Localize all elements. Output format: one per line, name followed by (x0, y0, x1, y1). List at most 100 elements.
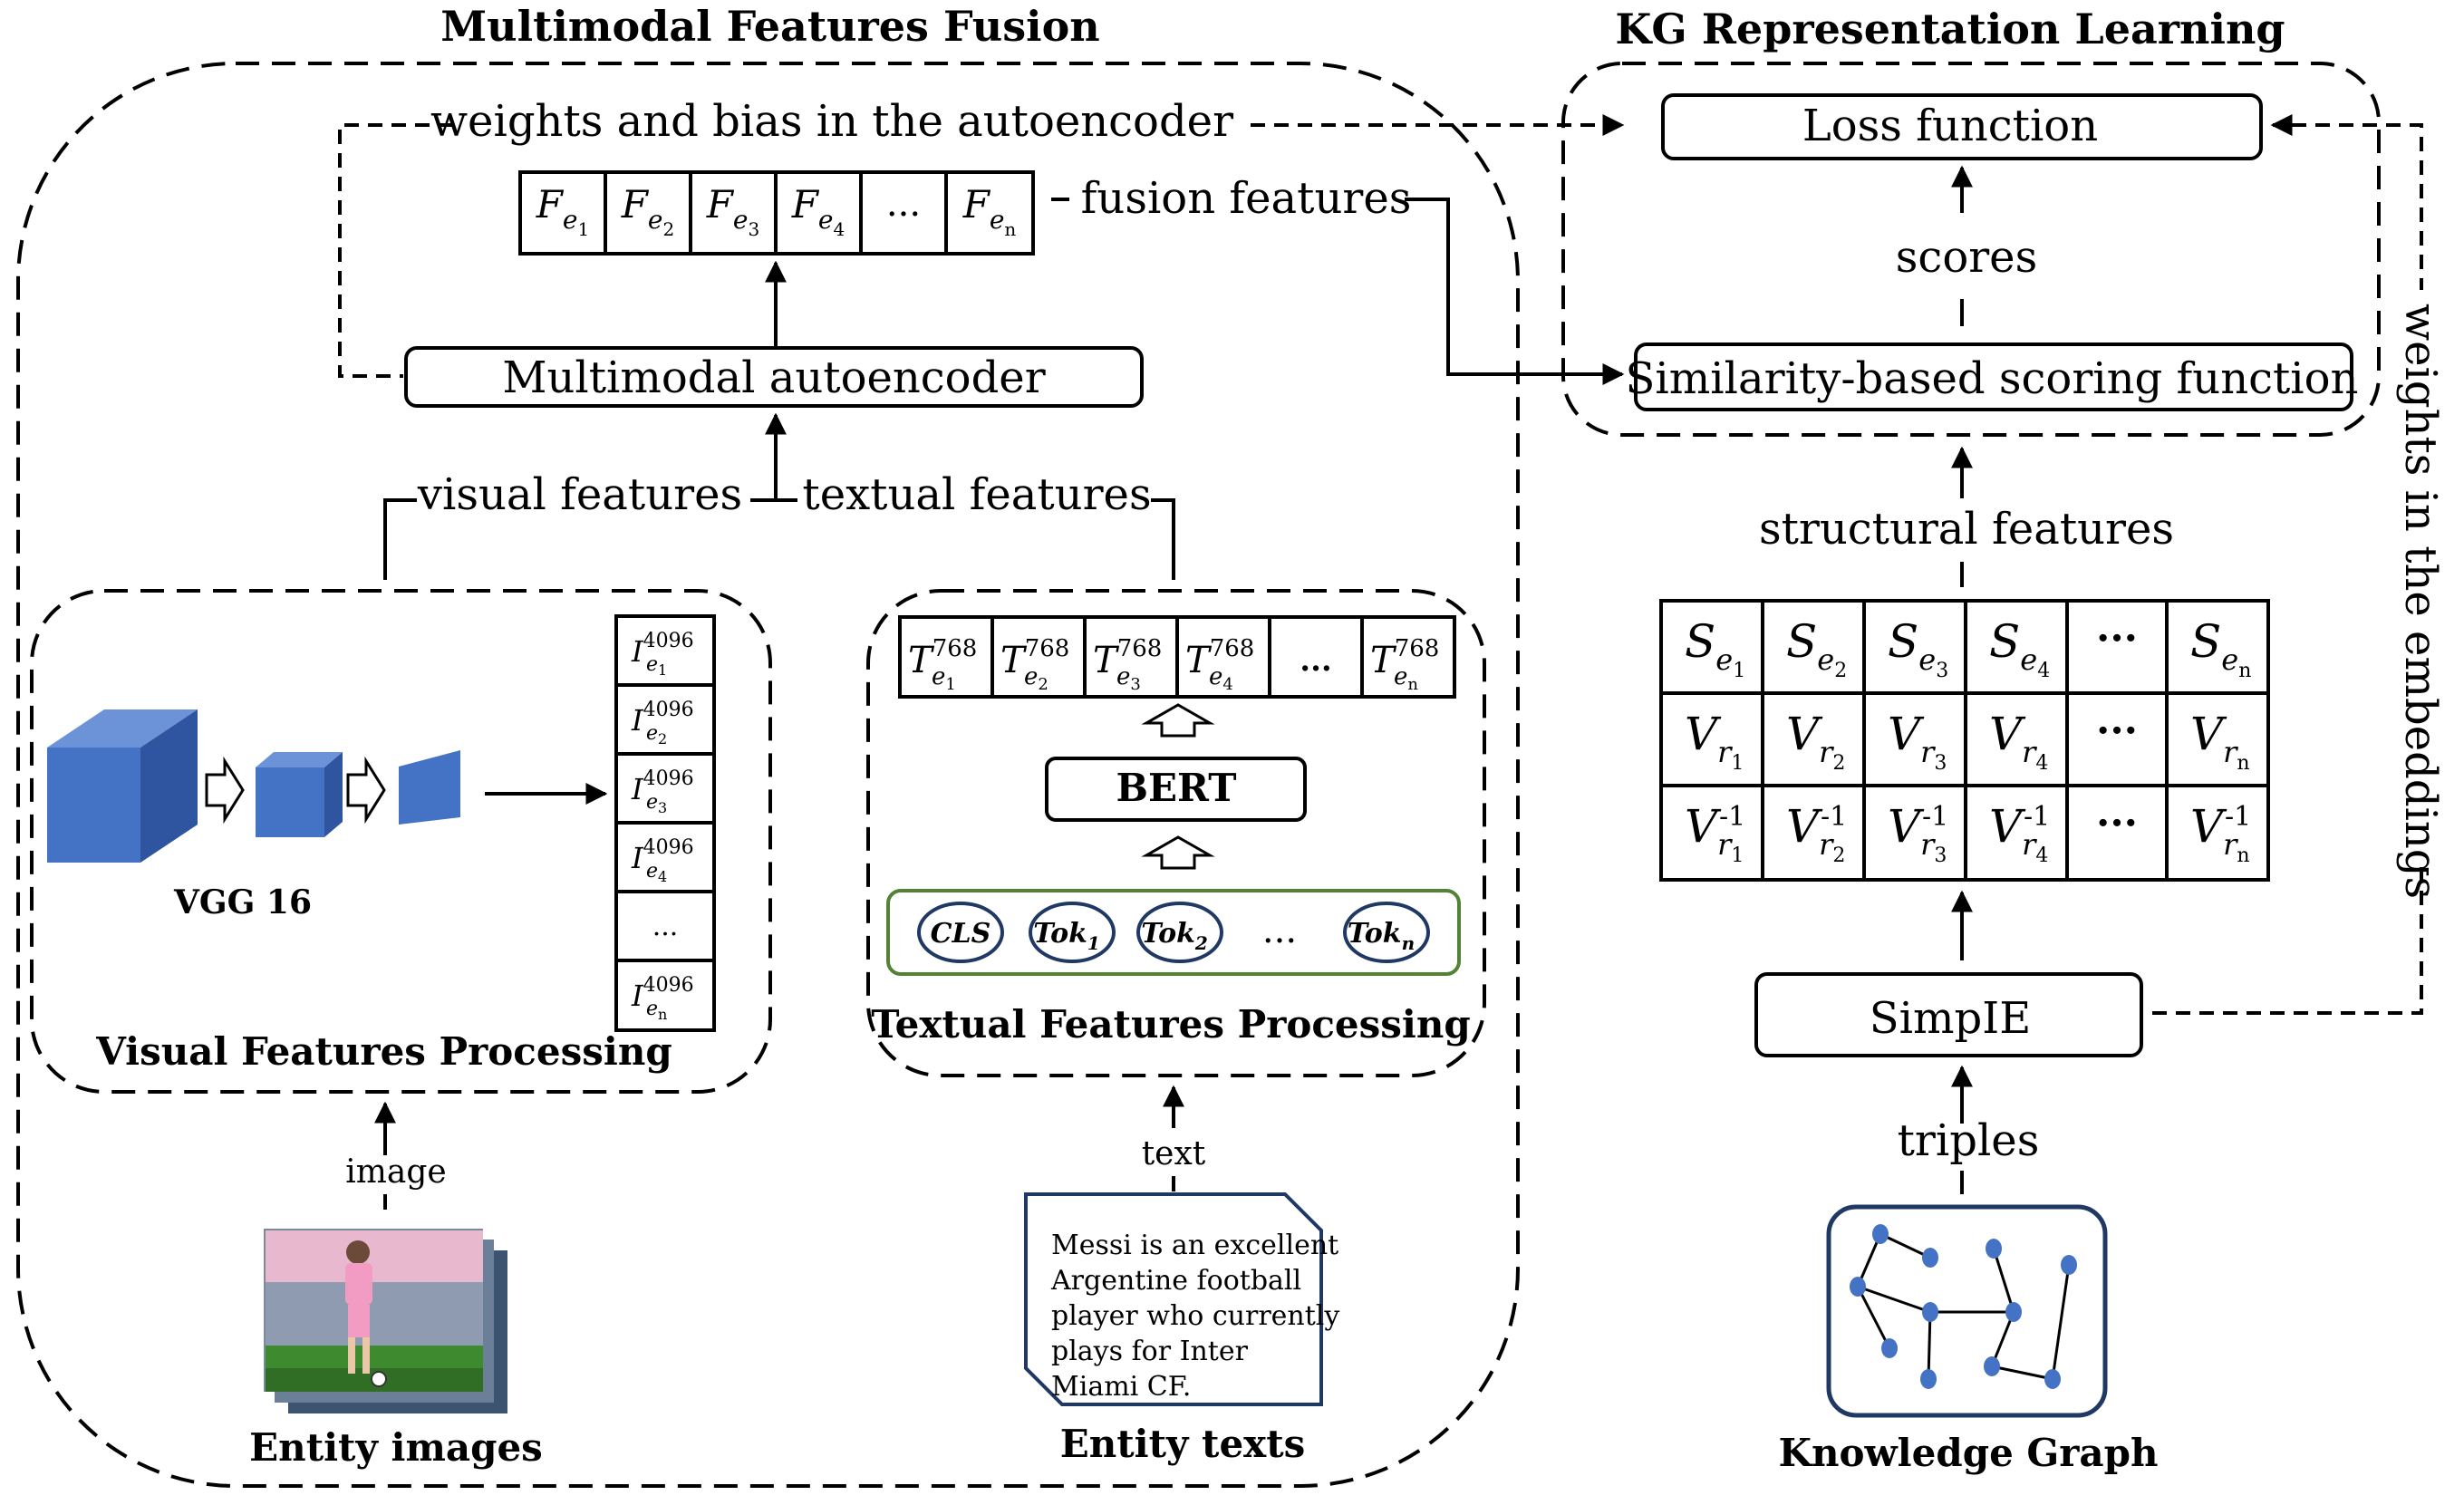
svg-text:Vr2: Vr2 (1786, 708, 1845, 775)
structural-cell: Vrn (2190, 708, 2250, 775)
simple-label: SimpIE (1870, 993, 2031, 1044)
svg-text:e1: e1 (646, 653, 667, 679)
entity-text-line: player who currently (1051, 1300, 1339, 1332)
knowledge-graph-edges (1856, 1232, 2071, 1381)
entity-text-line: plays for Inter (1051, 1336, 1249, 1367)
svg-text:T768: T768 (1093, 635, 1162, 681)
svg-text:T768: T768 (1185, 635, 1254, 681)
svg-text:Vr4: Vr4 (1989, 800, 2048, 867)
structural-cell: ··· (2096, 708, 2138, 754)
text-label: text (1142, 1135, 1206, 1172)
svg-text:I4096: I4096 (631, 767, 694, 806)
structural-cell: Vr4-1 (1989, 800, 2050, 867)
scores-label: scores (1896, 232, 2037, 283)
knowledge-graph-nodes (1850, 1224, 2077, 1389)
fusion-cell: Fen (962, 182, 1017, 240)
svg-text:e4: e4 (646, 860, 667, 885)
loss-function-box (1661, 93, 2263, 160)
svg-text:Fe2: Fe2 (621, 182, 674, 240)
svg-text:Fe3: Fe3 (706, 182, 759, 240)
svg-text:Vr3: Vr3 (1888, 800, 1947, 867)
title-multimodal-fusion: Multimodal Features Fusion (440, 2, 1100, 51)
token: Tokn (1343, 902, 1430, 963)
svg-text:-1: -1 (2024, 801, 2050, 833)
svg-text:-1: -1 (1821, 801, 1847, 833)
weights-bias-label: weights and bias in the autoencoder (430, 96, 1233, 147)
textual-processing-title: Textual Features Processing (871, 1002, 1471, 1047)
svg-text:e2: e2 (1024, 663, 1048, 694)
svg-text:...: ... (886, 183, 921, 225)
fusion-cell: ... (886, 183, 921, 225)
svg-text:I4096: I4096 (631, 836, 694, 875)
structural-cell: Vr3-1 (1888, 800, 1948, 867)
svg-text:I4096: I4096 (631, 630, 694, 669)
svg-text:Vr2: Vr2 (1786, 800, 1845, 867)
svg-text:Vr1: Vr1 (1685, 800, 1744, 867)
similarity-scoring-box (1634, 342, 2353, 411)
bert-label: BERT (1116, 766, 1237, 810)
fusion-to-scoring-arrow (1405, 198, 1625, 385)
multimodal-autoencoder-label: Multimodal autoencoder (502, 352, 1045, 403)
kg-representation-region (1561, 62, 2381, 437)
structural-cell: Vrn-1 (2190, 800, 2251, 867)
svg-text:Vrn: Vrn (2190, 800, 2250, 867)
svg-text:T768: T768 (1000, 635, 1069, 681)
visual-features-connector (383, 498, 417, 580)
vgg-block-medium (256, 752, 343, 837)
structural-cell: Vr1 (1685, 708, 1744, 775)
svg-text:e1: e1 (932, 663, 956, 694)
svg-text:Se3: Se3 (1888, 615, 1948, 682)
token: CLS (917, 902, 1004, 963)
structural-cell: Vr3 (1888, 708, 1947, 775)
knowledge-graph-caption: Knowledge Graph (1778, 1431, 2158, 1475)
token: Tok2 (1136, 902, 1223, 963)
structural-cell: Se2 (1786, 615, 1847, 682)
textual-cell: ... (1300, 642, 1332, 679)
fusion-cell: Fe3 (706, 182, 759, 240)
open-arrow-icon (346, 756, 386, 825)
visual-processing-title: Visual Features Processing (95, 1029, 672, 1074)
svg-text:e2: e2 (646, 722, 667, 748)
structural-cell: Se1 (1685, 615, 1745, 682)
svg-text:-1: -1 (1719, 801, 1745, 833)
vgg-output-layer (399, 750, 460, 825)
textual-processing-region (866, 589, 1486, 1077)
image-label: image (345, 1153, 446, 1191)
up-open-arrow-icon (1141, 835, 1215, 870)
entity-images-stack (264, 1229, 507, 1413)
svg-text:e4: e4 (1209, 663, 1233, 694)
entity-text-line: Miami CF. (1051, 1371, 1191, 1403)
open-arrow-icon (205, 756, 245, 825)
svg-text:...: ... (1262, 910, 1297, 951)
visual-processing-region (30, 589, 772, 1094)
structural-cell: ··· (2096, 615, 2138, 661)
svg-text:en: en (1394, 663, 1418, 694)
svg-text:···: ··· (2096, 800, 2138, 846)
structural-features-label: structural features (1759, 504, 2174, 555)
weights-embeddings-label: weights in the embeddings (2395, 304, 2446, 899)
svg-text:I4096: I4096 (631, 974, 694, 1013)
svg-text:T768: T768 (1370, 635, 1439, 681)
fusion-cell: Fe2 (621, 182, 674, 240)
vgg-label: VGG 16 (173, 883, 312, 921)
svg-text:e3: e3 (646, 791, 667, 816)
svg-text:Se1: Se1 (1685, 615, 1745, 682)
loss-function-label: Loss function (1802, 101, 2098, 151)
structural-cell: Vr2-1 (1786, 800, 1847, 867)
textual-features-connector (1151, 498, 1175, 580)
svg-text:Vr3: Vr3 (1888, 708, 1947, 775)
svg-text:Sen: Sen (2190, 615, 2251, 682)
entity-images-caption: Entity images (249, 1425, 543, 1470)
structural-cell: Vr1-1 (1685, 800, 1745, 867)
